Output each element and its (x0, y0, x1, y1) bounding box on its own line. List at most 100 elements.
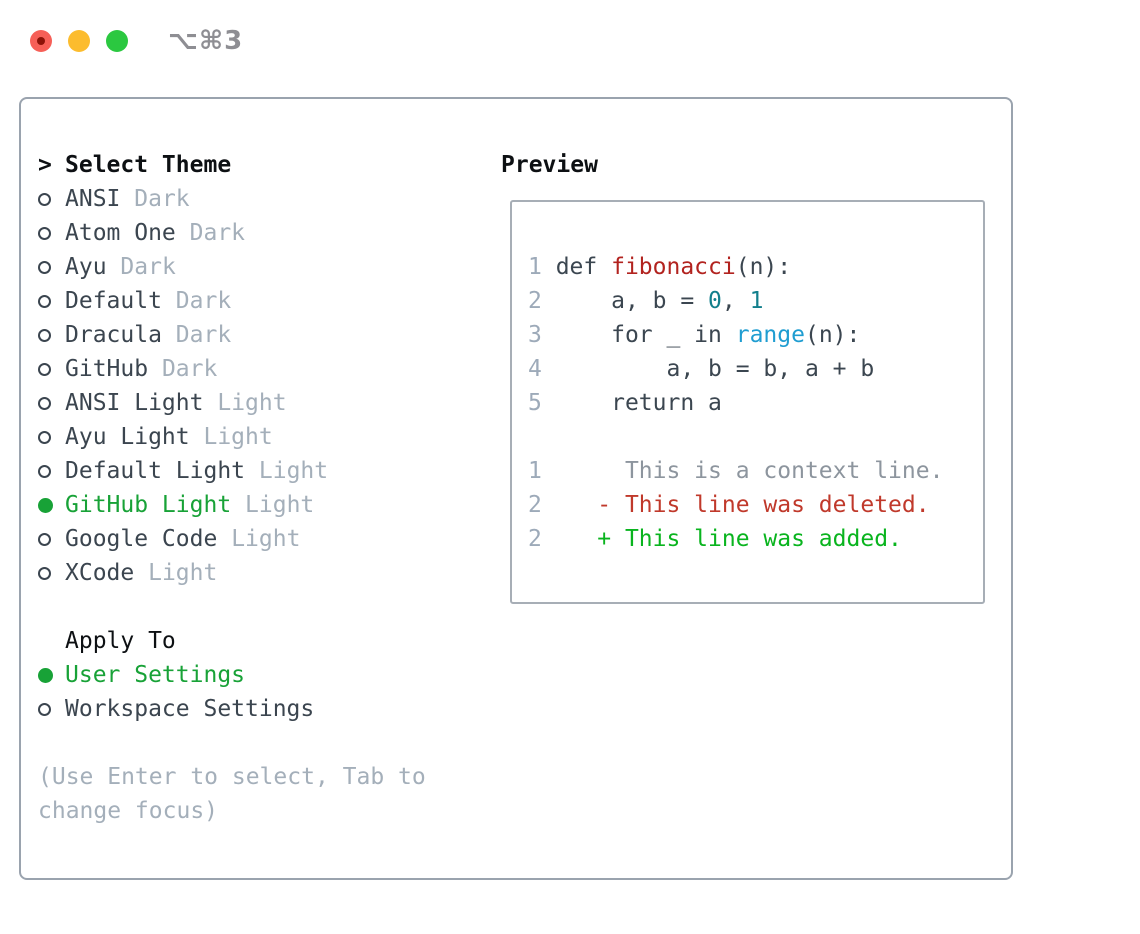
radio-selected-icon[interactable] (38, 497, 53, 513)
line-number: 1 (528, 254, 556, 280)
code-line: 2 a, b = 0, 1 (528, 284, 983, 318)
code-segment: return a (555, 390, 722, 416)
line-number: 2 (528, 288, 556, 314)
spacer (38, 726, 426, 760)
apply-to-option[interactable]: User Settings (38, 658, 426, 692)
option-label: Google Code (65, 526, 218, 552)
code-segment: range (735, 322, 805, 348)
theme-option[interactable]: Default Light Light (38, 454, 426, 488)
window-title: ⌥⌘3 (168, 26, 244, 56)
option-variant-label: Dark (134, 186, 190, 212)
radio-icon[interactable] (38, 566, 51, 580)
option-variant-label: Light (231, 526, 301, 552)
radio-icon[interactable] (38, 532, 51, 546)
line-number: 1 (528, 458, 556, 484)
spacer (38, 590, 426, 624)
line-number: 3 (528, 322, 556, 348)
prompt-caret-icon: > (38, 152, 52, 178)
radio-icon[interactable] (38, 294, 51, 308)
apply-to-option[interactable]: Workspace Settings (38, 692, 426, 726)
theme-option[interactable]: GitHub Dark (38, 352, 426, 386)
option-variant-label: Dark (175, 322, 232, 348)
line-number: 5 (528, 390, 556, 416)
option-label: Atom One (65, 220, 176, 246)
code-segment: 0 (708, 288, 722, 314)
code-segment: + This line was added. (555, 526, 902, 552)
theme-option[interactable]: Dracula Dark (38, 318, 426, 352)
code-segment: - This line was deleted. (555, 492, 930, 518)
code-segment: , (721, 288, 750, 314)
code-segment: for _ in (555, 322, 736, 348)
preview-title: Preview (501, 152, 598, 178)
radio-icon[interactable] (38, 396, 51, 410)
option-label: GitHub (65, 356, 149, 382)
option-variant-label: Dark (189, 220, 246, 246)
hint-line: (Use Enter to select, Tab to (38, 764, 426, 790)
option-label: ANSI Light (65, 390, 204, 416)
line-number: 4 (528, 356, 556, 382)
option-variant-label: Light (258, 458, 329, 484)
option-label: Workspace Settings (65, 696, 315, 722)
option-label: Ayu (65, 254, 107, 280)
radio-icon[interactable] (38, 464, 51, 478)
option-variant-label: Dark (161, 356, 218, 382)
option-label: GitHub Light (65, 492, 232, 518)
theme-option[interactable]: Atom One Dark (38, 216, 426, 250)
zoom-button[interactable] (106, 30, 128, 52)
option-variant-label: Light (217, 390, 287, 416)
section-title: Select Theme (65, 152, 232, 178)
option-variant-label: Dark (120, 254, 176, 280)
close-button[interactable] (30, 30, 52, 52)
code-segment: fibonacci (611, 254, 736, 280)
code-segment: This is a context line. (555, 458, 944, 484)
theme-option[interactable]: Ayu Light Light (38, 420, 426, 454)
option-label: Default (65, 288, 162, 314)
option-variant-label: Dark (175, 288, 232, 314)
radio-icon[interactable] (38, 702, 51, 716)
option-label: User Settings (65, 662, 246, 688)
option-variant-label: Light (203, 424, 273, 450)
radio-icon[interactable] (38, 328, 51, 342)
radio-selected-icon[interactable] (38, 667, 53, 683)
code-line: 2 + This line was added. (528, 522, 983, 556)
code-line: 1 This is a context line. (528, 454, 983, 488)
radio-icon[interactable] (38, 362, 51, 376)
theme-option[interactable]: ANSI Light Light (38, 386, 426, 420)
option-variant-label: Light (148, 560, 218, 586)
code-segment: a, b = b, a + b (555, 356, 875, 382)
radio-icon[interactable] (38, 192, 51, 206)
code-line: 4 a, b = b, a + b (528, 352, 983, 386)
code-segment: 1 (749, 288, 764, 314)
option-label: XCode (65, 560, 135, 586)
code-segment: (n): (735, 254, 792, 280)
code-line: 2 - This line was deleted. (528, 488, 983, 522)
theme-option[interactable]: Default Dark (38, 284, 426, 318)
line-number: 2 (528, 526, 556, 552)
option-label: Dracula (65, 322, 162, 348)
code-line: 3 for _ in range(n): (528, 318, 983, 352)
line-number (528, 424, 556, 450)
option-label: Default Light (65, 458, 246, 484)
theme-option[interactable]: Ayu Dark (38, 250, 426, 284)
radio-icon[interactable] (38, 430, 51, 444)
radio-icon[interactable] (38, 260, 51, 274)
code-segment: (n): (804, 322, 861, 348)
code-line: 1 def fibonacci(n): (528, 250, 983, 284)
theme-option[interactable]: Google Code Light (38, 522, 426, 556)
select-theme-header: > Select Theme (38, 148, 426, 182)
line-number: 2 (528, 492, 556, 518)
code-segment: def (555, 254, 612, 280)
radio-icon[interactable] (38, 226, 51, 240)
theme-option[interactable]: XCode Light (38, 556, 426, 590)
option-variant-label: Light (245, 492, 315, 518)
theme-option[interactable]: GitHub Light Light (38, 488, 426, 522)
minimize-button[interactable] (68, 30, 90, 52)
theme-option[interactable]: ANSI Dark (38, 182, 426, 216)
